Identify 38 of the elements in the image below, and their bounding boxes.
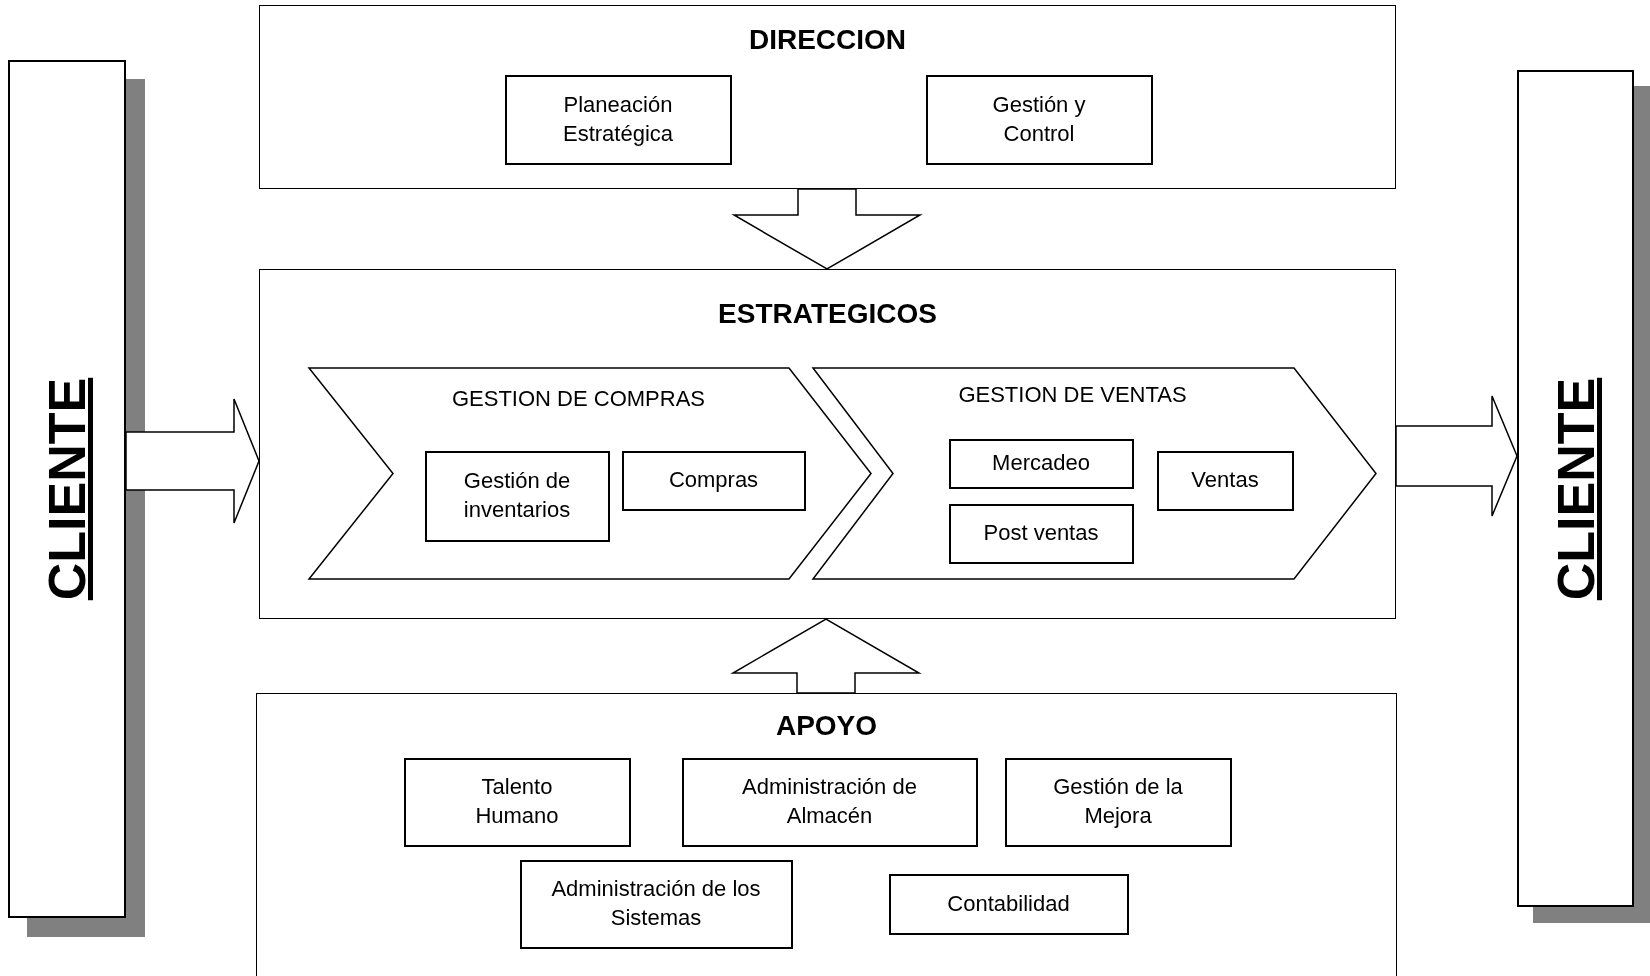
box-label: Talento Humano xyxy=(474,773,560,830)
vertical-label: CLIENTE xyxy=(37,377,97,601)
process-box xyxy=(681,757,978,847)
box-label: Contabilidad xyxy=(947,889,1070,918)
process-box xyxy=(519,859,793,949)
box-label: Ventas xyxy=(1191,466,1259,495)
process-panel xyxy=(259,269,1396,619)
box-label: Compras xyxy=(668,466,759,495)
box-label: Planeación Estratégica xyxy=(561,90,675,148)
process-box xyxy=(888,873,1129,935)
block-arrow xyxy=(730,618,922,694)
block-arrow xyxy=(1395,395,1518,517)
box-label: Administración de Almacén xyxy=(741,773,918,830)
process-panel xyxy=(259,5,1396,189)
box-label: Gestión de inventarios xyxy=(462,467,572,524)
section-heading: APOYO xyxy=(774,710,879,742)
block-arrow xyxy=(125,398,260,524)
section-heading: ESTRATEGICOS xyxy=(717,298,938,330)
box-label: Post ventas xyxy=(983,519,1099,548)
process-box xyxy=(925,74,1153,165)
process-panel xyxy=(256,693,1397,976)
process-box xyxy=(1004,757,1232,847)
box-label: Mercadeo xyxy=(992,449,1090,478)
process-box xyxy=(948,438,1134,489)
block-arrow xyxy=(731,188,923,270)
box-label: Gestión y Control xyxy=(991,90,1087,148)
box-label: Gestión de la Mejora xyxy=(1052,773,1184,830)
process-box xyxy=(403,757,631,847)
chevron-heading: GESTION DE COMPRAS xyxy=(450,385,706,412)
vertical-label: CLIENTE xyxy=(1545,377,1606,600)
box-label: Administración de los Sistemas xyxy=(550,875,762,932)
process-box xyxy=(504,74,732,165)
process-box xyxy=(621,450,806,511)
chevron-heading: GESTION DE VENTAS xyxy=(957,381,1188,408)
section-heading: DIRECCION xyxy=(747,24,908,56)
process-box xyxy=(948,503,1134,564)
process-box xyxy=(1156,450,1294,511)
process-box xyxy=(424,450,610,542)
